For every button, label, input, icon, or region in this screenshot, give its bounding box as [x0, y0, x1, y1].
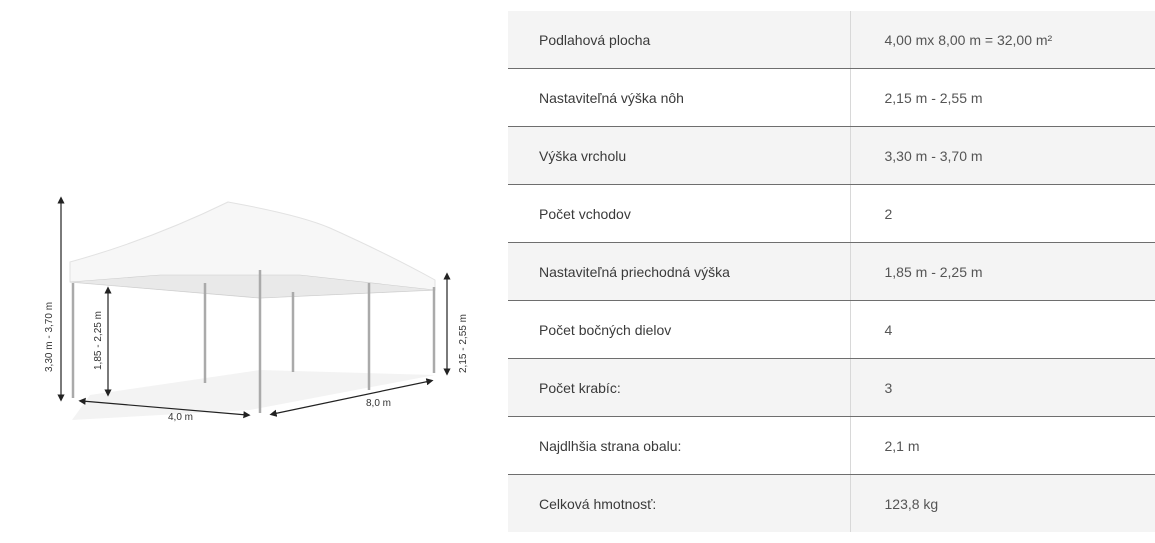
spec-label: Nastaviteľná priechodná výška [508, 242, 851, 301]
passage-height-label: 1,85 - 2,25 m [93, 311, 104, 370]
table-row: Počet krabíc:3 [508, 358, 1155, 417]
spec-value: 123,8 kg [850, 474, 1155, 532]
leg-height-label: 2,15 - 2,55 m [458, 314, 469, 373]
spec-value: 3 [850, 358, 1155, 417]
spec-value: 4,00 mx 8,00 m = 32,00 m² [850, 11, 1155, 69]
spec-value: 2 [850, 184, 1155, 243]
tent-legs [71, 270, 436, 413]
spec-label: Počet vchodov [508, 184, 851, 243]
total-height-label: 3,30 m - 3,70 m [44, 302, 55, 372]
length-label: 8,0 m [366, 398, 391, 409]
spec-value: 2,15 m - 2,55 m [850, 68, 1155, 127]
spec-label: Počet krabíc: [508, 358, 851, 417]
length-arrow [269, 378, 434, 417]
table-row: Celková hmotnosť:123,8 kg [508, 474, 1155, 532]
spec-label: Počet bočných dielov [508, 300, 851, 359]
width-arrow [78, 397, 251, 419]
tent-dimension-image: 3,30 m - 3,70 m 1,85 - 2,25 m 2,15 - 2,5… [44, 196, 469, 423]
spec-label: Podlahová plocha [508, 11, 851, 69]
spec-label: Výška vrcholu [508, 126, 851, 185]
spec-label: Celková hmotnosť: [508, 474, 851, 532]
spec-value: 3,30 m - 3,70 m [850, 126, 1155, 185]
spec-label: Najdlhšia strana obalu: [508, 416, 851, 475]
tent-roof [69, 201, 436, 299]
spec-label: Nastaviteľná výška nôh [508, 68, 851, 127]
floor-shadow [72, 370, 435, 420]
table-row: Najdlhšia strana obalu:2,1 m [508, 416, 1155, 475]
spec-value: 4 [850, 300, 1155, 359]
width-label: 4,0 m [168, 412, 193, 423]
spec-value: 1,85 m - 2,25 m [850, 242, 1155, 301]
spec-value: 2,1 m [850, 416, 1155, 475]
